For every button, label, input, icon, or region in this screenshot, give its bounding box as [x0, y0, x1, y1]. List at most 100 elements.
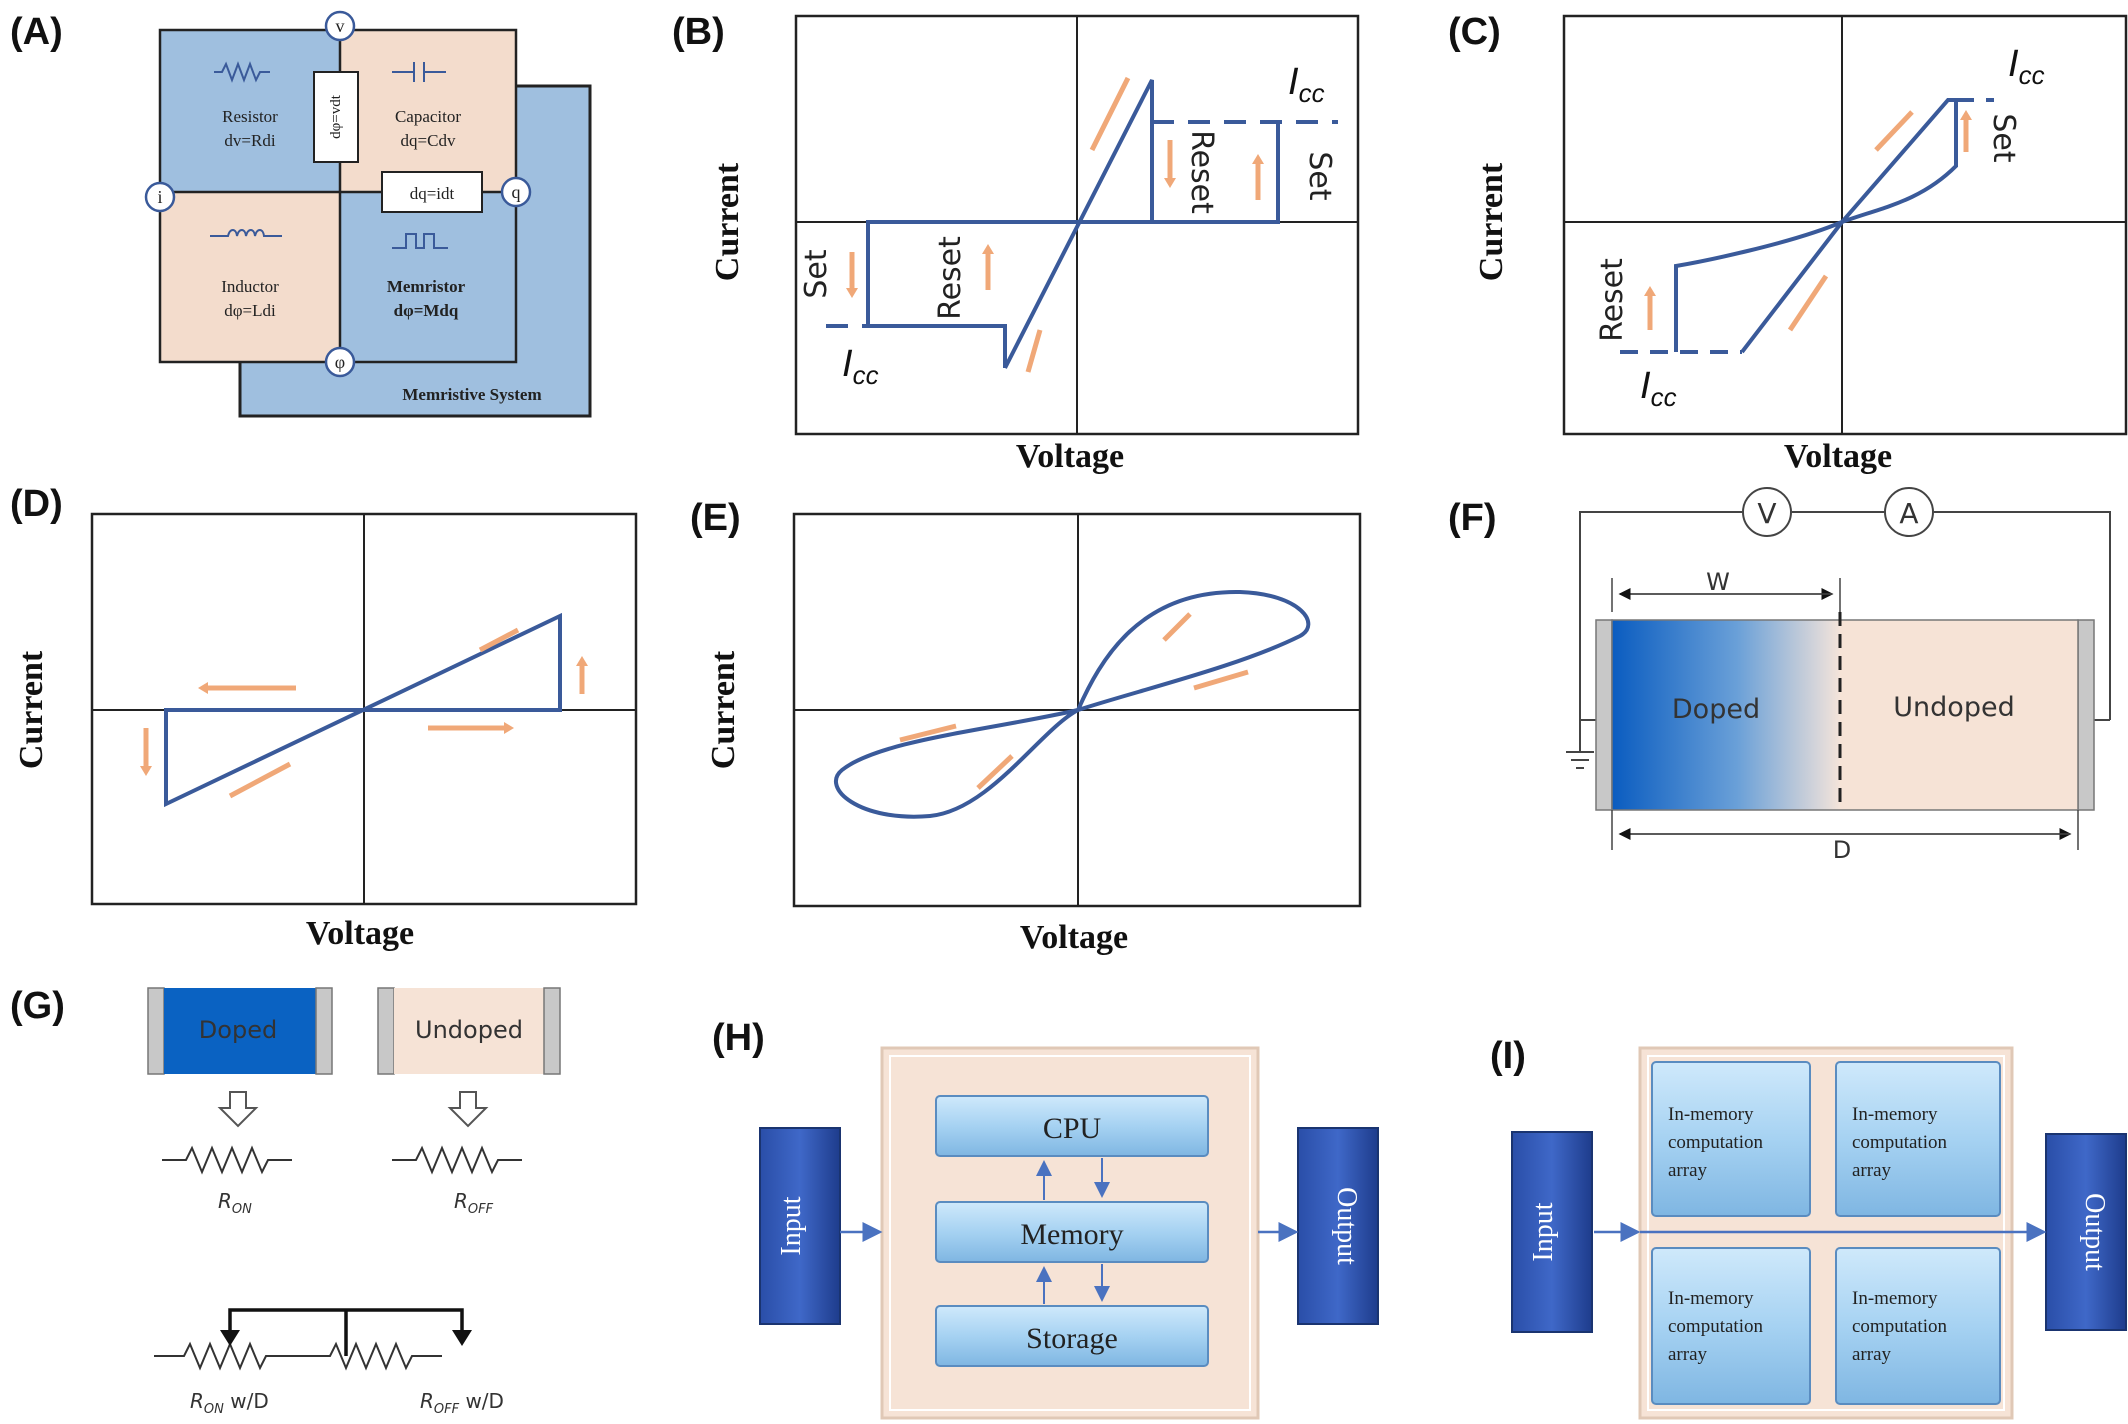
- plot-b-set-left: Set: [799, 249, 834, 299]
- undoped-label: Undoped: [1893, 692, 2014, 723]
- plot-d-xlabel: Voltage: [306, 915, 414, 952]
- output-block: [2045, 1133, 2127, 1331]
- in-memory-cell: In-memory computation array: [1835, 1247, 2001, 1405]
- svg-text:φ: φ: [335, 352, 345, 372]
- plot-c-xlabel: Voltage: [1784, 438, 1892, 475]
- r-off-resistor-symbol: [392, 1145, 522, 1175]
- cpu-label: CPU: [1043, 1112, 1102, 1145]
- undoped-region: [1840, 620, 2078, 810]
- panel-f-label: (F): [1448, 497, 1497, 539]
- r-off-wd-label: ROFF w/D: [420, 1389, 504, 1417]
- node-phi: φ: [324, 346, 356, 378]
- plot-b-ylabel: Current: [709, 162, 746, 281]
- svg-text:computation: computation: [1852, 1132, 1947, 1153]
- panel-f: (F) V A Doped Undoped W: [1448, 487, 2111, 864]
- svg-text:array: array: [1668, 1160, 1708, 1181]
- panel-i-label: (I): [1490, 1035, 1526, 1077]
- inductor-quadrant: [160, 192, 340, 362]
- undoped-block-label: Undoped: [415, 1016, 523, 1044]
- doped-region: [1612, 620, 1840, 810]
- capacitor-quadrant: [340, 30, 516, 192]
- panel-c-label: (C): [1448, 11, 1501, 53]
- node-q: q: [500, 176, 532, 208]
- input-label: Input: [1528, 1202, 1559, 1261]
- plot-e-xlabel: Voltage: [1020, 919, 1128, 956]
- series-resistor-symbol: [154, 1341, 442, 1371]
- capacitor-name: Capacitor: [395, 107, 461, 126]
- svg-text:computation: computation: [1668, 1132, 1763, 1153]
- in-memory-cell: In-memory computation array: [1835, 1061, 2001, 1217]
- output-block: [1297, 1127, 1379, 1325]
- memory-block: [935, 1201, 1209, 1263]
- input-block: [1511, 1131, 1593, 1333]
- down-arrow-icon: [447, 1091, 489, 1128]
- panel-h-label: (H): [712, 1017, 765, 1059]
- node-v: v: [324, 10, 356, 42]
- svg-text:v: v: [336, 16, 345, 36]
- svg-text:In-memory: In-memory: [1668, 1288, 1754, 1309]
- input-label: Input: [776, 1196, 807, 1255]
- panel-e-label: (E): [690, 497, 741, 539]
- voltmeter-icon: V: [1742, 487, 1792, 537]
- plot-b-xlabel: Voltage: [1016, 438, 1124, 475]
- plot-b-curve-right: [1150, 80, 1280, 224]
- memristor-symbol: [392, 233, 448, 249]
- plot-c-icc-bottom-label: Icc: [1640, 365, 1677, 412]
- memristor-eq: dφ=Mdq: [394, 301, 459, 320]
- plot-c-ylabel: Current: [1473, 162, 1510, 281]
- memory-label: Memory: [1020, 1218, 1123, 1251]
- svg-text:i: i: [157, 187, 162, 207]
- memristive-system-label: Memristive System: [402, 385, 541, 404]
- panel-i: (I) Input Output In-memory computation a…: [1490, 1035, 2127, 1420]
- panel-e: (E) Voltage Current: [690, 497, 1362, 956]
- plot-c-set: Set: [1986, 113, 2021, 163]
- length-d-label: D: [1833, 836, 1851, 864]
- inductor-name: Inductor: [221, 277, 279, 296]
- capacitor-eq: dq=Cdv: [401, 131, 456, 150]
- plot-b-arrow-up: [1089, 76, 1131, 152]
- svg-text:In-memory: In-memory: [1852, 1104, 1938, 1125]
- svg-text:array: array: [1668, 1344, 1708, 1365]
- svg-text:A: A: [1899, 497, 1918, 530]
- cpu-block: [935, 1095, 1209, 1157]
- doped-label: Doped: [1672, 694, 1760, 725]
- plot-b-icc-top-label: Icc: [1288, 61, 1325, 108]
- ammeter-icon: A: [1884, 487, 1934, 537]
- svg-text:V: V: [1757, 497, 1776, 530]
- panel-b-label: (B): [672, 11, 725, 53]
- vdt-label: dφ=vdt: [328, 94, 344, 139]
- in-memory-cell: In-memory computation array: [1651, 1061, 1811, 1217]
- panel-g: (G) Doped Undoped RON ROFF RON w/D ROFF …: [10, 985, 561, 1417]
- plot-c-frame: [1562, 14, 2128, 436]
- plot-b-arrow-down: [1025, 329, 1043, 373]
- plot-d-ylabel: Current: [13, 650, 50, 769]
- output-label: Output: [2079, 1193, 2110, 1271]
- idt-box: [381, 171, 483, 213]
- plot-e-ylabel: Current: [705, 650, 742, 769]
- capacitor-symbol: [392, 62, 446, 82]
- width-w-label: W: [1706, 568, 1730, 596]
- storage-label: Storage: [1026, 1322, 1118, 1355]
- panel-b: (B) Voltage Current Reset Set Set Reset …: [672, 11, 1360, 475]
- circuit-wire: [1579, 511, 2111, 720]
- in-memory-cell: In-memory computation array: [1651, 1247, 1811, 1405]
- storage-block: [935, 1305, 1209, 1367]
- resistor-symbol: [214, 61, 270, 83]
- resistor-quadrant: [160, 30, 340, 192]
- output-label: Output: [1331, 1187, 1362, 1265]
- panel-d: (D) Voltage Current: [10, 483, 638, 952]
- resistor-eq: dv=Rdi: [224, 131, 275, 150]
- resistor-name: Resistor: [222, 107, 278, 126]
- plot-c-reset: Reset: [1595, 258, 1630, 342]
- r-on-label: RON: [218, 1189, 252, 1217]
- ground-icon: [1566, 720, 1594, 769]
- panel-c: (C) Voltage Current Set Reset Icc Icc: [1448, 11, 2128, 475]
- doped-block-label: Doped: [199, 1016, 277, 1044]
- r-on-wd-label: RON w/D: [190, 1389, 269, 1417]
- svg-text:q: q: [512, 182, 521, 202]
- panel-a: (A) Memristive System v i q φ dφ=vdt dq=…: [10, 10, 592, 418]
- plot-d-curve: [164, 612, 562, 808]
- plot-b-icc-bottom-label: Icc: [842, 343, 879, 390]
- down-arrow-icon: [217, 1091, 259, 1128]
